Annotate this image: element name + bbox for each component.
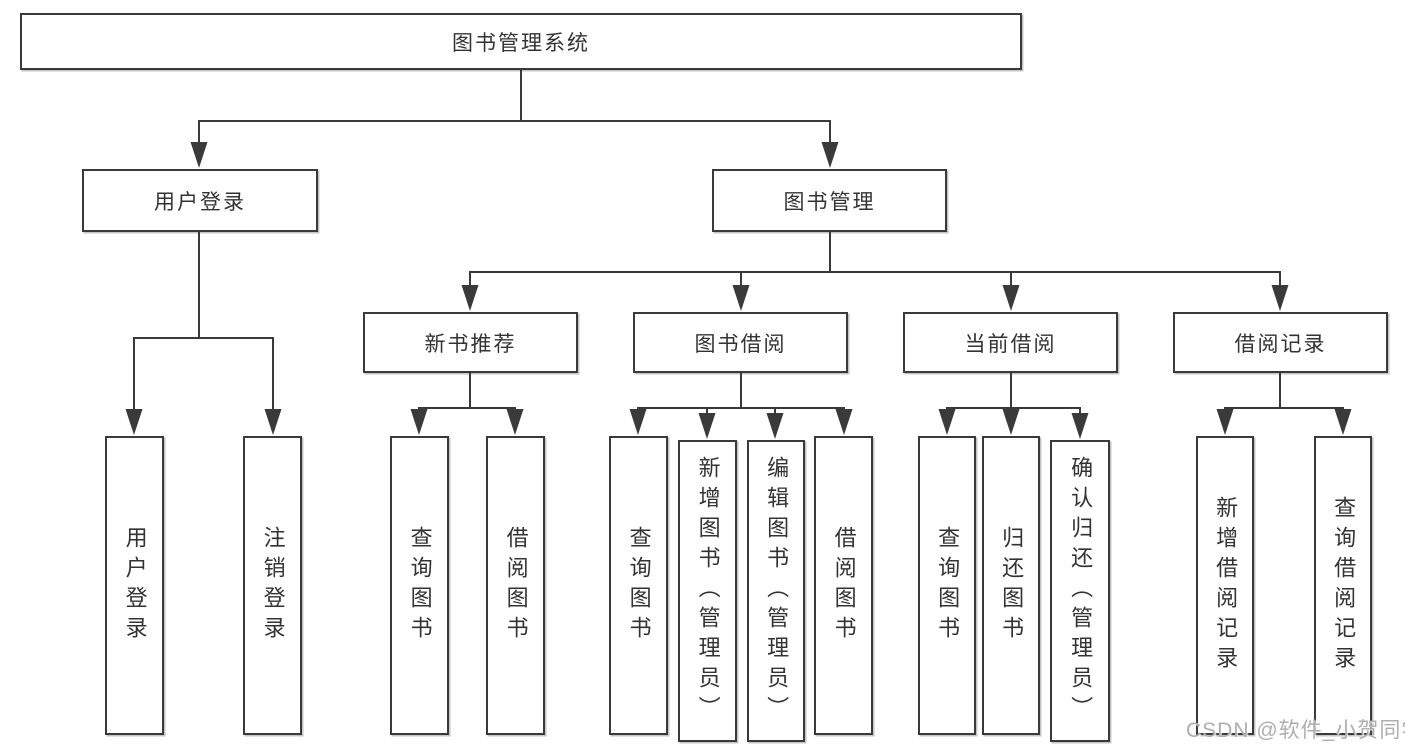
- node-user-login: 用户登录: [82, 169, 318, 232]
- leaf-logout-label: 注销登录: [260, 525, 286, 646]
- leaf-borrow-books-borrowing: 借阅图书: [814, 436, 873, 735]
- leaf-return-books: 归还图书: [982, 436, 1040, 735]
- leaf-add-books-admin-label: 新增图书（管理员）: [695, 456, 721, 726]
- arrow-down-icon: [821, 142, 839, 168]
- arrow-down-icon: [190, 142, 208, 168]
- leaf-query-books-borrowing-label: 查询图书: [626, 525, 652, 646]
- leaf-add-books-admin: 新增图书（管理员）: [678, 440, 737, 742]
- node-book-borrowing-label: 图书借阅: [694, 332, 787, 356]
- node-current-borrowing: 当前借阅: [903, 312, 1118, 373]
- arrow-down-icon: [629, 409, 647, 435]
- node-borrowing-records-label: 借阅记录: [1234, 332, 1327, 356]
- node-new-book-recommend: 新书推荐: [363, 312, 578, 373]
- arrow-down-icon: [264, 409, 282, 435]
- leaf-borrow-books-borrowing-label: 借阅图书: [831, 525, 857, 646]
- leaf-confirm-return-admin: 确认归还（管理员）: [1050, 440, 1110, 742]
- leaf-borrow-books-recommend: 借阅图书: [486, 436, 545, 735]
- arrow-down-icon: [766, 413, 784, 439]
- leaf-user-login: 用户登录: [105, 436, 164, 735]
- arrow-down-icon: [1002, 285, 1020, 311]
- node-current-borrowing-label: 当前借阅: [964, 332, 1057, 356]
- leaf-query-books-recommend: 查询图书: [390, 436, 449, 735]
- leaf-query-books-recommend-label: 查询图书: [407, 525, 433, 646]
- arrow-down-icon: [410, 409, 428, 435]
- node-book-management-label: 图书管理: [783, 190, 876, 214]
- leaf-add-borrow-record: 新增借阅记录: [1196, 436, 1254, 735]
- node-borrowing-records: 借阅记录: [1173, 312, 1388, 373]
- leaf-query-books-borrowing: 查询图书: [609, 436, 668, 735]
- arrow-down-icon: [506, 409, 524, 435]
- node-user-login-label: 用户登录: [154, 190, 246, 214]
- leaf-edit-books-admin: 编辑图书（管理员）: [747, 440, 805, 742]
- arrow-down-icon: [1334, 409, 1352, 435]
- leaf-return-books-label: 归还图书: [999, 525, 1025, 646]
- leaf-query-books-current-label: 查询图书: [935, 525, 961, 646]
- node-book-borrowing: 图书借阅: [633, 312, 848, 373]
- node-library-system: 图书管理系统: [20, 13, 1022, 70]
- watermark: CSDN @软件_小贺同学: [1186, 719, 1405, 742]
- arrow-down-icon: [461, 285, 479, 311]
- node-library-system-label: 图书管理系统: [452, 31, 590, 55]
- arrow-down-icon: [938, 409, 956, 435]
- arrow-down-icon: [835, 409, 853, 435]
- node-book-management: 图书管理: [712, 169, 947, 232]
- node-new-book-recommend-label: 新书推荐: [424, 332, 517, 356]
- leaf-query-borrow-record-label: 查询借阅记录: [1331, 495, 1357, 676]
- leaf-confirm-return-admin-label: 确认归还（管理员）: [1068, 456, 1094, 726]
- leaf-query-books-current: 查询图书: [918, 436, 976, 735]
- leaf-logout: 注销登录: [243, 436, 302, 735]
- leaf-edit-books-admin-label: 编辑图书（管理员）: [764, 456, 790, 726]
- leaf-add-borrow-record-label: 新增借阅记录: [1213, 495, 1239, 676]
- arrow-down-icon: [1271, 285, 1289, 311]
- arrow-down-icon: [732, 285, 750, 311]
- leaf-borrow-books-recommend-label: 借阅图书: [503, 525, 529, 646]
- arrow-down-icon: [1002, 409, 1020, 435]
- arrow-down-icon: [1071, 413, 1089, 439]
- arrow-down-icon: [125, 409, 143, 435]
- arrow-down-icon: [698, 413, 716, 439]
- arrow-down-icon: [1216, 409, 1234, 435]
- leaf-query-borrow-record: 查询借阅记录: [1314, 436, 1372, 735]
- leaf-user-login-label: 用户登录: [122, 525, 148, 646]
